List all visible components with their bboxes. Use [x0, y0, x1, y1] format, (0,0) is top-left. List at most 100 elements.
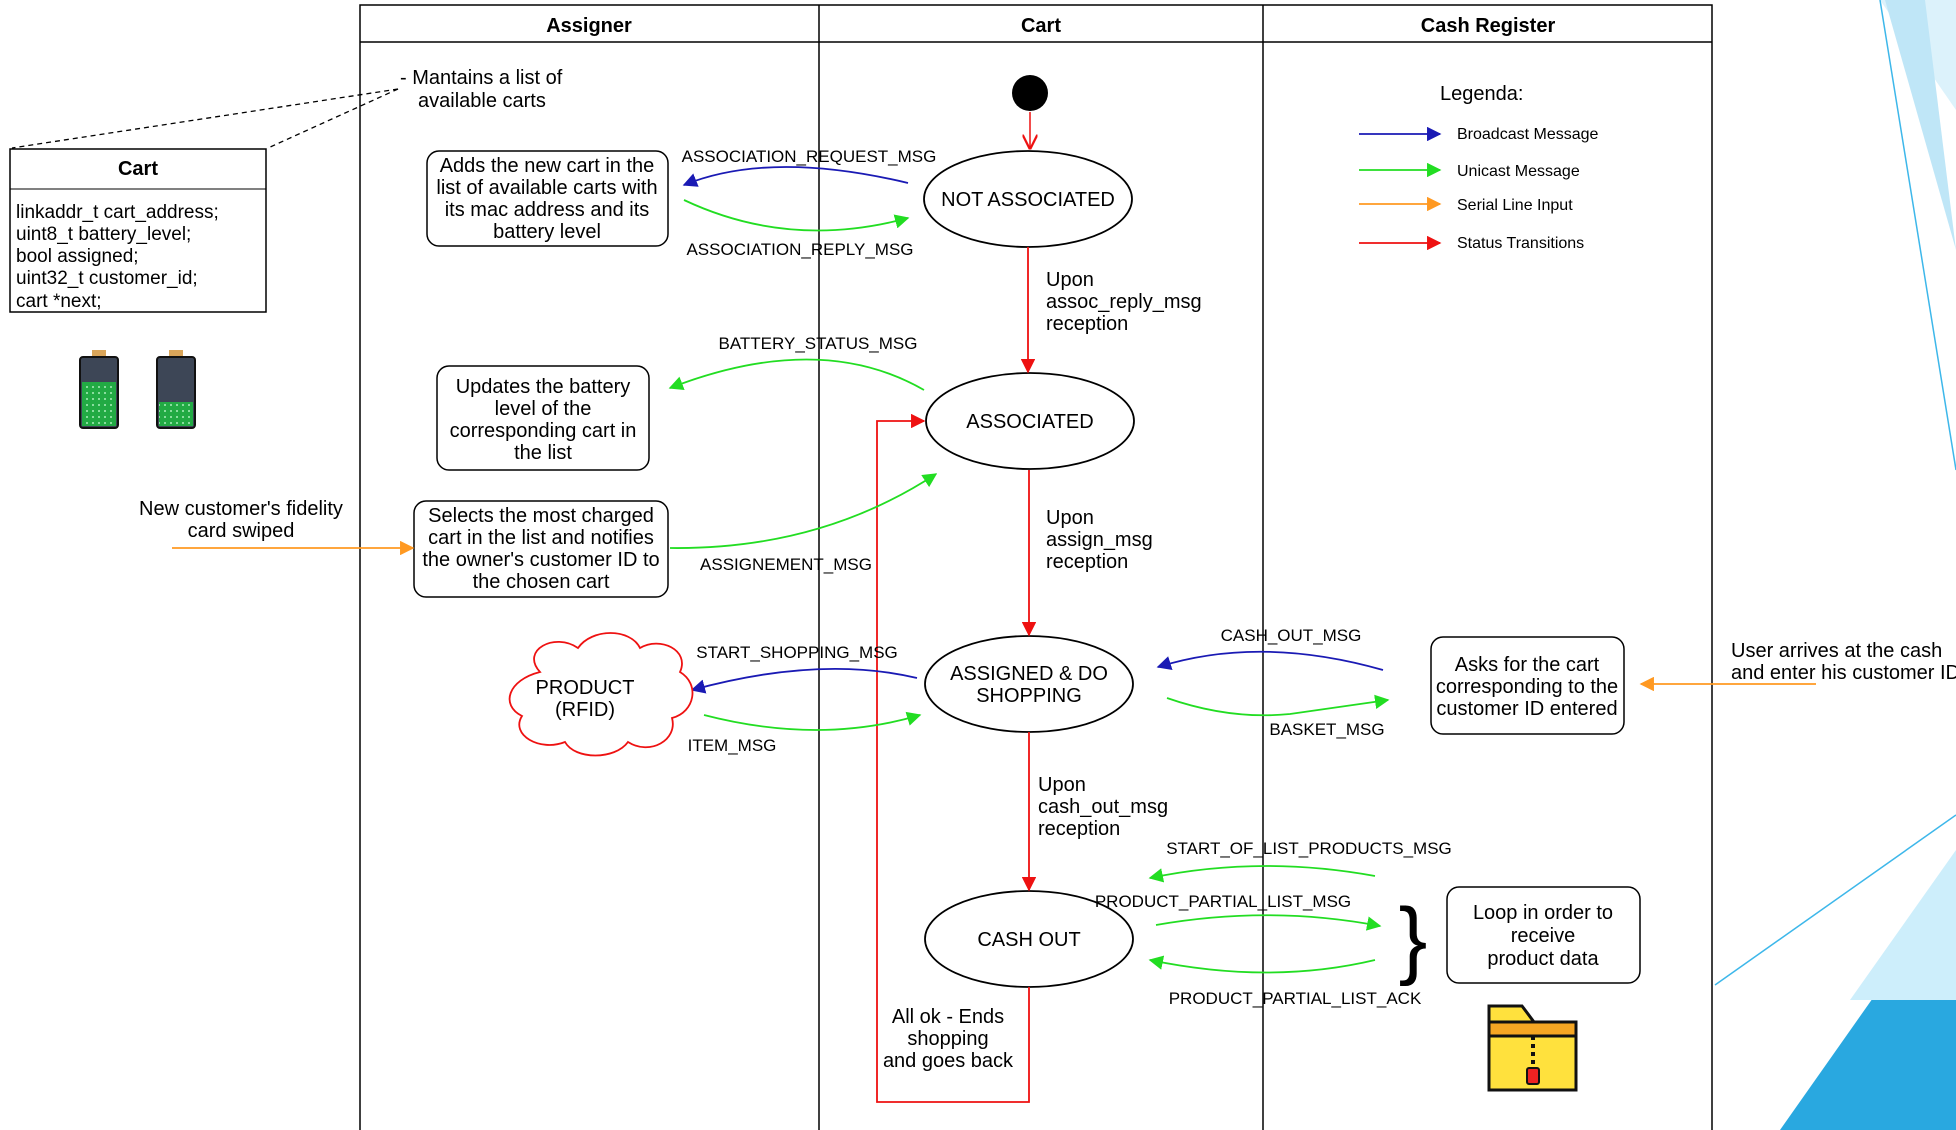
item-arrow — [703, 711, 922, 731]
user-cash-input: User arrives at the cash and enter his c… — [1731, 640, 1956, 684]
partial-ack-arrow — [1148, 955, 1376, 974]
message-label: PRODUCT_PARTIAL_LIST_ACK — [1169, 989, 1422, 1008]
svg-text:the list: the list — [514, 442, 572, 464]
battery-full-icon — [79, 350, 119, 429]
cart-struct-field: linkaddr_t cart_address; — [16, 202, 219, 223]
partial-list-arrow — [1155, 914, 1382, 931]
message-label: ASSIGNEMENT_MSG — [700, 555, 872, 574]
cart-struct-field: bool assigned; — [16, 246, 139, 267]
svg-text:corresponding cart in: corresponding cart in — [450, 420, 637, 442]
state-label: ASSOCIATED — [966, 411, 1093, 433]
svg-text:Asks for the cart: Asks for the cart — [1455, 654, 1600, 676]
state-assigned-shopping: ASSIGNED & DO SHOPPING — [924, 635, 1134, 733]
message-label: CASH_OUT_MSG — [1221, 626, 1362, 645]
legend-label: Serial Line Input — [1457, 197, 1573, 214]
svg-text:and enter his customer ID: and enter his customer ID — [1731, 662, 1956, 684]
cart-struct-field: cart *next; — [16, 291, 102, 312]
message-label: BATTERY_STATUS_MSG — [718, 334, 917, 353]
svg-text:assoc_reply_msg: assoc_reply_msg — [1046, 291, 1202, 313]
message-label: ASSOCIATION_REQUEST_MSG — [682, 147, 937, 166]
svg-text:available carts: available carts — [418, 90, 546, 112]
cart-struct-box: Cart linkaddr_t cart_address; uint8_t ba… — [9, 148, 267, 313]
message-label: ASSOCIATION_REPLY_MSG — [686, 240, 913, 259]
svg-text:User arrives at the cash: User arrives at the cash — [1731, 640, 1942, 662]
state-label: ASSIGNED & DO — [950, 663, 1108, 685]
state-cash-out: CASH OUT — [924, 890, 1134, 988]
legend-title: Legenda: — [1440, 83, 1523, 105]
message-label: ITEM_MSG — [688, 736, 777, 755]
svg-text:reception: reception — [1046, 551, 1128, 573]
svg-text:All ok - Ends: All ok - Ends — [892, 1006, 1004, 1028]
zip-folder-icon — [1487, 1004, 1578, 1092]
svg-text:assign_msg: assign_msg — [1046, 529, 1153, 551]
legend-label: Unicast Message — [1457, 163, 1580, 180]
svg-text:shopping: shopping — [907, 1028, 988, 1050]
svg-text:reception: reception — [1038, 818, 1120, 840]
message-label: START_OF_LIST_PRODUCTS_MSG — [1166, 839, 1452, 858]
svg-text:the owner's customer ID to: the owner's customer ID to — [422, 549, 659, 571]
message-label: START_SHOPPING_MSG — [696, 643, 898, 662]
association-reply-arrow — [683, 199, 910, 232]
loop-back-transition-arrow — [876, 413, 1030, 1103]
note-available-carts: - Mantains a list of available carts — [400, 67, 563, 112]
start-of-list-arrow — [1148, 865, 1376, 883]
cart-struct-field: uint32_t customer_id; — [16, 268, 198, 289]
battery-half-icon — [156, 350, 196, 429]
state-not-associated: NOT ASSOCIATED — [923, 150, 1133, 248]
legend: Legenda: Broadcast Message Unicast Messa… — [1359, 83, 1599, 252]
transition-label-assign: Upon assign_msg reception — [1046, 507, 1153, 573]
svg-text:customer ID entered: customer ID entered — [1436, 698, 1617, 720]
svg-text:Loop in order to: Loop in order to — [1473, 902, 1613, 924]
legend-label: Broadcast Message — [1457, 126, 1599, 143]
association-request-arrow — [682, 166, 909, 187]
lane-header-assigner: Assigner — [546, 15, 632, 37]
svg-text:Selects the most charged: Selects the most charged — [428, 505, 654, 527]
basket-arrow — [1166, 694, 1390, 717]
lane-header-cart: Cart — [1021, 15, 1061, 37]
assignement-arrow — [669, 473, 938, 549]
initial-state — [1012, 75, 1048, 111]
update-battery-box: Updates the battery level of the corresp… — [436, 365, 650, 471]
start-shopping-arrow — [690, 668, 918, 694]
svg-text:corresponding to the: corresponding to the — [1436, 676, 1618, 698]
legend-label: Status Transitions — [1457, 235, 1584, 252]
note-connector — [11, 88, 399, 149]
svg-text:Upon: Upon — [1046, 507, 1094, 529]
svg-text:Adds the new cart in the: Adds the new cart in the — [440, 155, 655, 177]
svg-text:(RFID): (RFID) — [555, 699, 615, 721]
svg-text:reception: reception — [1046, 313, 1128, 335]
state-label: SHOPPING — [976, 685, 1082, 707]
svg-text:cash_out_msg: cash_out_msg — [1038, 796, 1168, 818]
svg-text:product data: product data — [1487, 948, 1599, 970]
loop-box: Loop in order to receive product data — [1446, 886, 1641, 984]
message-label: PRODUCT_PARTIAL_LIST_MSG — [1095, 892, 1351, 911]
svg-text:Updates the battery: Updates the battery — [456, 376, 631, 398]
svg-text:cart in the list and notifies: cart in the list and notifies — [428, 527, 654, 549]
svg-text:New customer's fidelity: New customer's fidelity — [139, 498, 343, 520]
svg-text:and goes back: and goes back — [883, 1050, 1014, 1072]
note-connector — [267, 88, 399, 149]
battery-status-arrow — [668, 358, 925, 391]
transition-label-assoc-reply: Upon assoc_reply_msg reception — [1046, 269, 1202, 335]
svg-text:the chosen cart: the chosen cart — [473, 571, 610, 593]
message-label: BASKET_MSG — [1269, 720, 1384, 739]
svg-text:receive: receive — [1511, 925, 1575, 947]
cart-struct-title: Cart — [118, 158, 158, 180]
svg-text:Upon: Upon — [1038, 774, 1086, 796]
loop-brace: } — [1399, 891, 1428, 987]
svg-text:card swiped: card swiped — [188, 520, 295, 542]
lane-header-cash-register: Cash Register — [1421, 15, 1556, 37]
cart-struct-field: uint8_t battery_level; — [16, 224, 191, 245]
svg-text:Upon: Upon — [1046, 269, 1094, 291]
select-cart-box: Selects the most charged cart in the lis… — [413, 500, 669, 598]
swimlanes: Assigner Cart Cash Register — [359, 4, 1713, 1130]
svg-text:PRODUCT: PRODUCT — [536, 677, 635, 699]
cash-out-msg-arrow — [1156, 650, 1384, 671]
svg-text:list of available carts with: list of available carts with — [436, 177, 657, 199]
svg-text:- Mantains a list of: - Mantains a list of — [400, 67, 563, 89]
svg-text:level of the: level of the — [495, 398, 592, 420]
add-cart-box: Adds the new cart in the list of availab… — [426, 150, 669, 247]
fidelity-card-input: New customer's fidelity card swiped — [139, 498, 343, 542]
product-rfid-cloud: PRODUCT (RFID) — [508, 632, 694, 757]
